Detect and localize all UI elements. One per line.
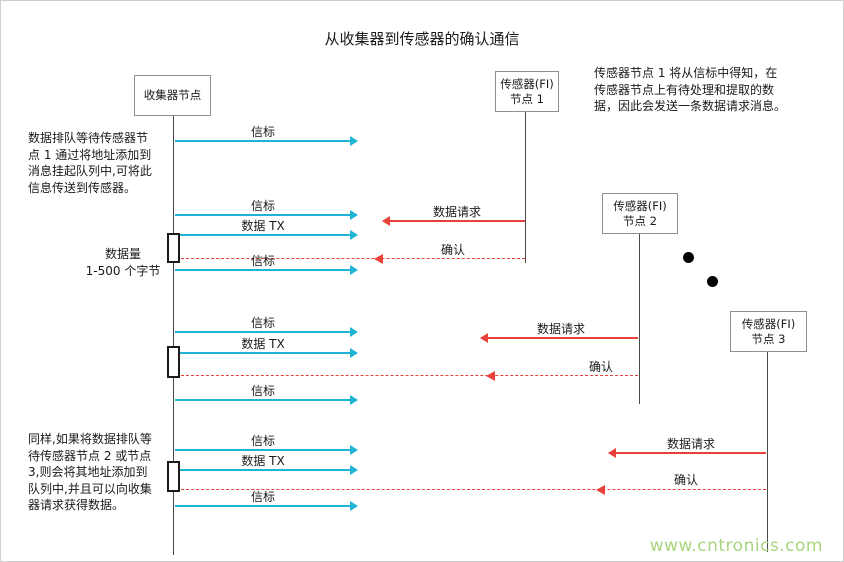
note-line: 同样,如果将数据排队等 — [28, 432, 152, 446]
sensor3-label-line1: 传感器(FI) — [741, 316, 796, 331]
beacon-label: 信标 — [250, 125, 275, 139]
beacon-arrow — [175, 395, 358, 405]
site-watermark: www.cntronics.com — [649, 536, 823, 556]
data-request-arrow — [480, 333, 638, 343]
data-tx-label: 数据 TX — [241, 337, 285, 351]
ack-label: 确认 — [588, 360, 613, 374]
data-request-arrow — [608, 448, 766, 458]
ack-arrowhead-icon — [486, 371, 495, 381]
beacon-label: 信标 — [250, 316, 275, 330]
beacon-arrow — [175, 445, 358, 455]
beacon-arrow — [175, 501, 358, 511]
sensor2-node-box: 传感器(FI) 节点 2 — [602, 193, 678, 234]
sensor2-lifeline — [639, 234, 640, 404]
ack-label: 确认 — [440, 243, 465, 257]
note-left-top: 数据排队等待传感器节 点 1 通过将地址添加到 消息挂起队列中,可将此 信息传送… — [28, 130, 174, 196]
queued-data-box — [167, 461, 180, 492]
beacon-label: 信标 — [250, 384, 275, 398]
note-line: 3,则会将其地址添加到 — [28, 465, 148, 479]
ack-arrowhead-icon — [374, 254, 383, 264]
note-line: 传感器节点 1 将从信标中得知，在 — [594, 66, 778, 80]
data-tx-arrow — [175, 348, 358, 358]
data-tx-arrow — [175, 465, 358, 475]
ack-arrowhead-icon — [596, 485, 605, 495]
diagram-title: 从收集器到传感器的确认通信 — [324, 30, 520, 48]
ack-dashed-line — [176, 371, 638, 381]
sensor1-label-line1: 传感器(FI) — [500, 76, 554, 91]
sensor2-label-line1: 传感器(FI) — [613, 198, 667, 213]
note-line: 消息挂起队列中,可将此 — [28, 164, 152, 178]
note-line: 数据量 — [104, 247, 141, 261]
ack-dashed-line — [176, 485, 766, 495]
beacon-arrow — [175, 136, 358, 146]
ellipsis-dot — [683, 252, 694, 263]
collector-lifeline — [173, 115, 174, 555]
sensor3-label-line2: 节点 3 — [751, 331, 786, 346]
note-line: 待传感器节点 2 或节点 — [28, 448, 152, 463]
sensor3-node-box: 传感器(FI) 节点 3 — [730, 311, 807, 352]
sensor1-lifeline — [525, 112, 526, 263]
note-right-top: 传感器节点 1 将从信标中得知，在 传感器节点上有待处理和提取的数 据，因此会发… — [594, 65, 843, 115]
data-request-label: 数据请求 — [666, 437, 715, 451]
note-line: 信息传送到传感器。 — [28, 180, 137, 195]
ack-label: 确认 — [673, 473, 698, 487]
note-data-size: 数据量 1-500 个字节 — [71, 246, 175, 279]
data-request-label: 数据请求 — [432, 205, 481, 219]
collector-node-box: 收集器节点 — [134, 75, 211, 116]
beacon-label: 信标 — [250, 254, 275, 268]
note-line: 传感器节点上有待处理和提取的数 — [594, 82, 775, 97]
sensor3-lifeline — [767, 352, 768, 552]
beacon-label: 信标 — [250, 199, 275, 213]
queued-data-box — [167, 233, 180, 263]
note-line: 数据排队等待传感器节 — [28, 131, 149, 145]
data-tx-label: 数据 TX — [241, 454, 285, 468]
data-request-arrow — [382, 216, 525, 226]
ellipsis-dot — [707, 276, 718, 287]
sensor1-label-line2: 节点 1 — [510, 91, 544, 106]
sensor2-label-line2: 节点 2 — [623, 213, 657, 228]
beacon-label: 信标 — [250, 490, 275, 504]
data-request-label: 数据请求 — [536, 322, 585, 336]
beacon-label: 信标 — [250, 434, 275, 448]
note-line: 据，因此会发送一条数据请求消息。 — [594, 99, 787, 113]
sensor1-node-box: 传感器(FI) 节点 1 — [495, 71, 559, 112]
data-tx-label: 数据 TX — [241, 219, 285, 233]
note-left-bottom: 同样,如果将数据排队等 待传感器节点 2 或节点 3,则会将其地址添加到 队列中… — [28, 431, 174, 514]
data-tx-arrow — [175, 230, 358, 240]
beacon-arrow — [175, 265, 358, 275]
beacon-arrow — [175, 210, 358, 220]
note-line: 点 1 通过将地址添加到 — [28, 147, 152, 162]
note-line: 队列中,并且可以向收集 — [28, 481, 152, 496]
note-line: 器请求获得数据。 — [28, 498, 125, 512]
note-line: 1-500 个字节 — [85, 263, 161, 278]
beacon-arrow — [175, 327, 358, 337]
collector-node-label: 收集器节点 — [143, 88, 202, 102]
queued-data-box — [167, 346, 180, 378]
ack-dashed-line — [176, 254, 525, 264]
